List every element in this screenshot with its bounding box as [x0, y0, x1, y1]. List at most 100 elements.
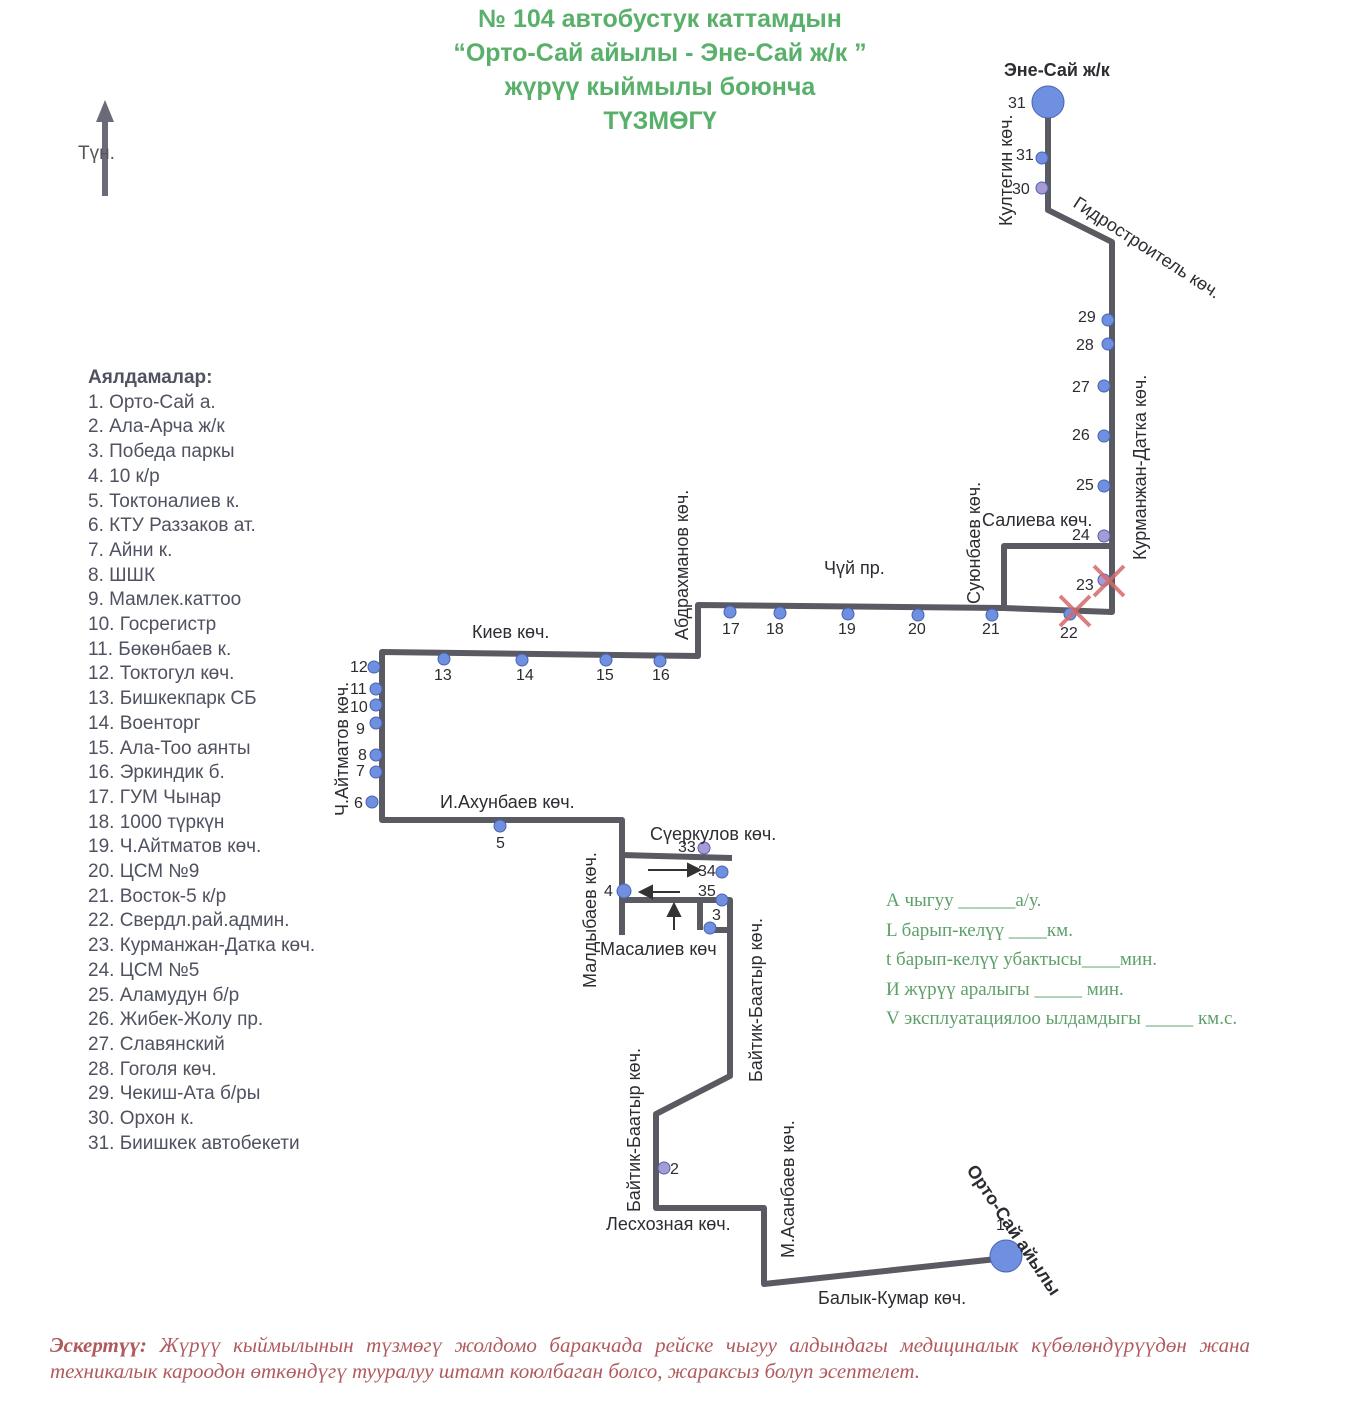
legend-item: 10. Госрегистр [88, 614, 217, 636]
label-masaliev: Масалиев көч [600, 939, 717, 959]
north-label: Түн. [78, 143, 115, 164]
legend-item: 20. ЦСМ №9 [88, 861, 200, 883]
bus-stop-marker [1031, 85, 1065, 119]
bus-stop-number: 5 [496, 835, 505, 852]
label-gidrostroitel: Гидростроитель көч. [1070, 193, 1225, 303]
bus-stop-number: 27 [1072, 379, 1090, 396]
legend-item: 16. Эркиндик б. [88, 762, 225, 784]
bus-stop-number: 7 [356, 763, 365, 780]
label-suyunbaev: Суюнбаев көч. [964, 482, 984, 604]
bus-stop-number: 15 [596, 667, 614, 684]
legend-item: 2. Ала-Арча ж/к [88, 416, 225, 438]
legend-item: 31. Биишкек автобекети [88, 1132, 300, 1154]
footnote: Эскертүү: Жүрүү кыймылынын түзмөгү жолдо… [50, 1332, 1250, 1384]
label-akhunbaev: И.Ахунбаев көч. [440, 792, 575, 812]
bus-stop-number: 25 [1076, 477, 1094, 494]
bus-stop-marker [437, 652, 451, 666]
legend-item: 27. Славянский [88, 1033, 225, 1055]
label-kultegin: Култегин көч. [996, 115, 1016, 226]
map-title: № 104 автобустук каттамдын “Орто-Сай айы… [380, 2, 940, 138]
bus-stop-number: 17 [722, 621, 740, 638]
label-leskhoznaya: Лесхозная көч. [606, 1214, 731, 1234]
legend-item: 21. Восток-5 к/р [88, 885, 227, 907]
bus-stop-number: 19 [838, 621, 856, 638]
bus-stop-marker [493, 819, 507, 833]
bus-stop-marker [1097, 429, 1111, 443]
legend-item: 19. Ч.Айтматов көч. [88, 836, 262, 858]
bus-stop-marker [369, 716, 383, 730]
bus-stop-number: 3 [712, 907, 721, 924]
legend-item: 28. Гоголя көч. [88, 1058, 217, 1080]
label-chui: Чүй пр. [824, 558, 885, 578]
bus-stop-marker [616, 883, 632, 899]
label-kurmanzhan: Курманжан-Датка көч. [1130, 375, 1150, 560]
legend-heading: Аялдамалар: [88, 367, 213, 388]
legend-item: 12. Токтогул көч. [88, 663, 235, 685]
label-suerkulov: Сүеркулов көч. [650, 824, 776, 844]
bus-stop-number: 10 [350, 699, 368, 716]
bus-stop-marker [365, 795, 379, 809]
bus-stop-marker [599, 653, 613, 667]
label-abdrakhmanov: Абдрахманов көч. [672, 490, 692, 640]
closed-cross-icon [1058, 564, 1126, 628]
bus-stop-number: 23 [1076, 577, 1094, 594]
bus-stop-number: 4 [604, 883, 613, 900]
title-line-1: № 104 автобустук каттамдын [478, 5, 842, 33]
legend-item: 9. Мамлек.каттоо [88, 589, 242, 611]
route-path [379, 102, 1115, 1287]
bus-stop-marker [715, 865, 729, 879]
legend-item: 14. Военторг [88, 712, 201, 734]
bus-stop-number: 31 [1008, 95, 1026, 112]
bus-stop-marker [773, 606, 787, 620]
bus-stop-number: 21 [982, 621, 1000, 638]
legend-item: 22. Свердл.рай.админ. [88, 910, 290, 932]
param-v: V эксплуатациялоо ылдамдыгы _____ км.с. [886, 1008, 1238, 1029]
label-maldybaev: Малдыбаев көч. [580, 852, 600, 988]
label-ene-sai: Эне-Сай ж/к [1004, 60, 1111, 80]
bus-stop-marker [657, 1161, 671, 1175]
legend-item: 7. Айни к. [88, 539, 173, 561]
label-aitmatov: Ч.Айтматов көч. [332, 682, 352, 816]
bus-stop-marker [369, 748, 383, 762]
label-baitik-1: Байтик-Баатыр көч. [746, 918, 766, 1082]
label-salieva: Салиева көч. [982, 510, 1092, 530]
bus-stop-number: 28 [1076, 337, 1094, 354]
bus-stop-marker [515, 653, 529, 667]
bus-stop-marker [369, 698, 383, 712]
bus-stop-marker [1097, 479, 1111, 493]
bus-stop-number: 35 [698, 883, 716, 900]
legend-item: 6. КТУ Раззаков ат. [88, 515, 256, 537]
param-l: L барып-келүү ____км. [886, 919, 1073, 941]
stops-legend: Аялдамалар: 1. Орто-Сай а. 2. Ала-Арча ж/… [88, 366, 315, 1157]
bus-stop-number: 26 [1072, 427, 1090, 444]
bus-stop-number: 16 [652, 667, 670, 684]
label-baitik-2: Байтик-Баатыр көч. [624, 1048, 644, 1212]
street-labels: Эне-Сай ж/к Култегин көч. Гидростроитель… [332, 60, 1224, 1308]
param-a: А чыгуу ______а/у. [886, 890, 1042, 911]
bus-stop-number: 11 [350, 681, 367, 698]
footnote-label: Эскертүү: [50, 1333, 147, 1357]
bus-stop-marker [1101, 313, 1115, 327]
route-parameters: А чыгуу ______а/у. L барып-келүү ____км.… [886, 886, 1237, 1034]
bus-stop-marker [703, 921, 717, 935]
legend-item: 15. Ала-Тоо аянты [88, 737, 251, 759]
legend-item: 1. Орто-Сай а. [88, 391, 216, 413]
legend-item: 24. ЦСМ №5 [88, 959, 200, 981]
label-kiev: Киев көч. [472, 622, 549, 642]
bus-stop-number: 34 [698, 863, 716, 880]
bus-stop-number: 9 [356, 721, 365, 738]
bus-stop-number: 12 [350, 659, 368, 676]
north-arrow-icon [96, 100, 114, 196]
legend-item: 17. ГУМ Чынар [88, 786, 222, 808]
bus-stop-number: 1 [996, 1217, 1005, 1234]
param-t: t барып-келүү убактысы____мин. [886, 949, 1158, 970]
bus-stop-marker [1035, 151, 1049, 165]
bus-stop-marker [653, 654, 667, 668]
title-line-4: ТҮЗМӨГҮ [603, 107, 717, 135]
legend-item: 4. 10 к/р [88, 465, 160, 487]
bus-stop-marker [911, 608, 925, 622]
bus-stop-marker [369, 765, 383, 779]
